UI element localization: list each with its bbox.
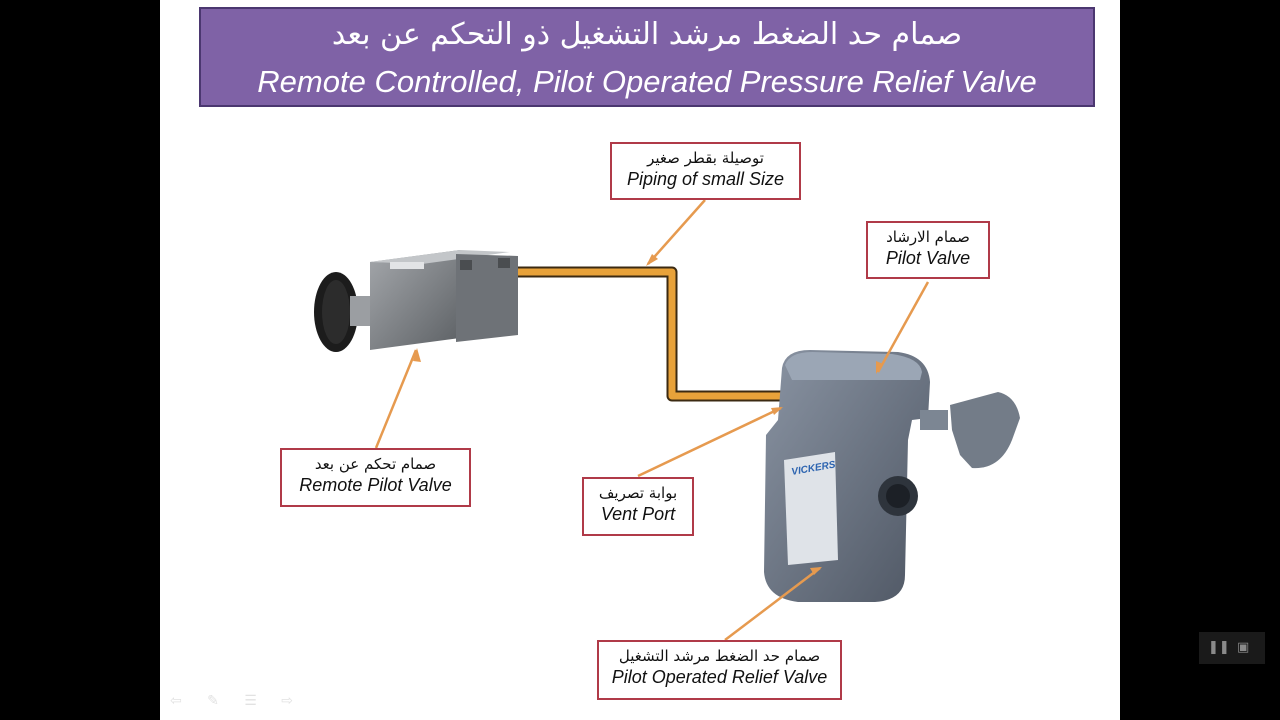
callout-remote-pilot-valve: صمام تحكم عن بعد Remote Pilot Valve [280, 448, 471, 507]
leader-remote-pilot-valve [374, 349, 418, 449]
callout-piping-arabic: توصيلة بقطر صغير [647, 149, 764, 167]
callout-remote-pilot-valve-arabic: صمام تحكم عن بعد [314, 455, 437, 473]
pen-icon[interactable]: ✎ [207, 693, 219, 709]
valve-diagram: VICKERS [314, 199, 1020, 641]
callout-piping: توصيلة بقطر صغير Piping of small Size [610, 142, 801, 200]
callout-pilot-valve-arabic: صمام الارشاد [886, 228, 970, 246]
slide-nav-toolbar: ⇦ ✎ ☰ ⇨ [170, 690, 313, 709]
remote-pilot-valve-body [314, 250, 518, 352]
screen-icon[interactable]: ▣ [1237, 640, 1250, 655]
leader-piping [647, 199, 706, 265]
leader-pilot-valve [876, 281, 930, 373]
callout-relief-valve: صمام حد الضغط مرشد التشغيل Pilot Operate… [597, 640, 842, 700]
callout-pilot-valve: صمام الارشاد Pilot Valve [866, 221, 990, 279]
title-english: Remote Controlled, Pilot Operated Pressu… [257, 64, 1037, 99]
leader-lines [374, 199, 930, 641]
callout-pilot-valve-english: Pilot Valve [885, 248, 971, 268]
relief-valve-body [764, 350, 1020, 602]
leader-arrowheads [413, 254, 883, 575]
callout-vent-port-english: Vent Port [600, 504, 676, 524]
callout-vent-port-arabic: بوابة تصريف [598, 484, 678, 502]
arrow-left-icon[interactable]: ⇦ [170, 693, 182, 709]
arrow-right-icon[interactable]: ⇨ [281, 693, 294, 709]
leader-relief-valve [724, 567, 821, 641]
title-arabic: صمام حد الضغط مرشد التشغيل ذو التحكم عن … [331, 17, 963, 52]
menu-icon[interactable]: ☰ [244, 693, 257, 709]
slide: صمام حد الضغط مرشد التشغيل ذو التحكم عن … [160, 0, 1120, 720]
leader-vent-port [637, 406, 782, 478]
callout-piping-english: Piping of small Size [626, 169, 785, 189]
pause-icon[interactable]: ❚❚ [1208, 640, 1230, 655]
title-banner: صمام حد الضغط مرشد التشغيل ذو التحكم عن … [199, 7, 1095, 107]
pilot-pipe [518, 266, 782, 402]
callout-relief-valve-arabic: صمام حد الضغط مرشد التشغيل [618, 647, 821, 665]
callout-vent-port: بوابة تصريف Vent Port [582, 477, 694, 536]
callout-remote-pilot-valve-english: Remote Pilot Valve [299, 475, 452, 495]
callout-relief-valve-english: Pilot Operated Relief Valve [611, 667, 828, 687]
player-controls: ❚❚ ▣ [1199, 632, 1265, 664]
